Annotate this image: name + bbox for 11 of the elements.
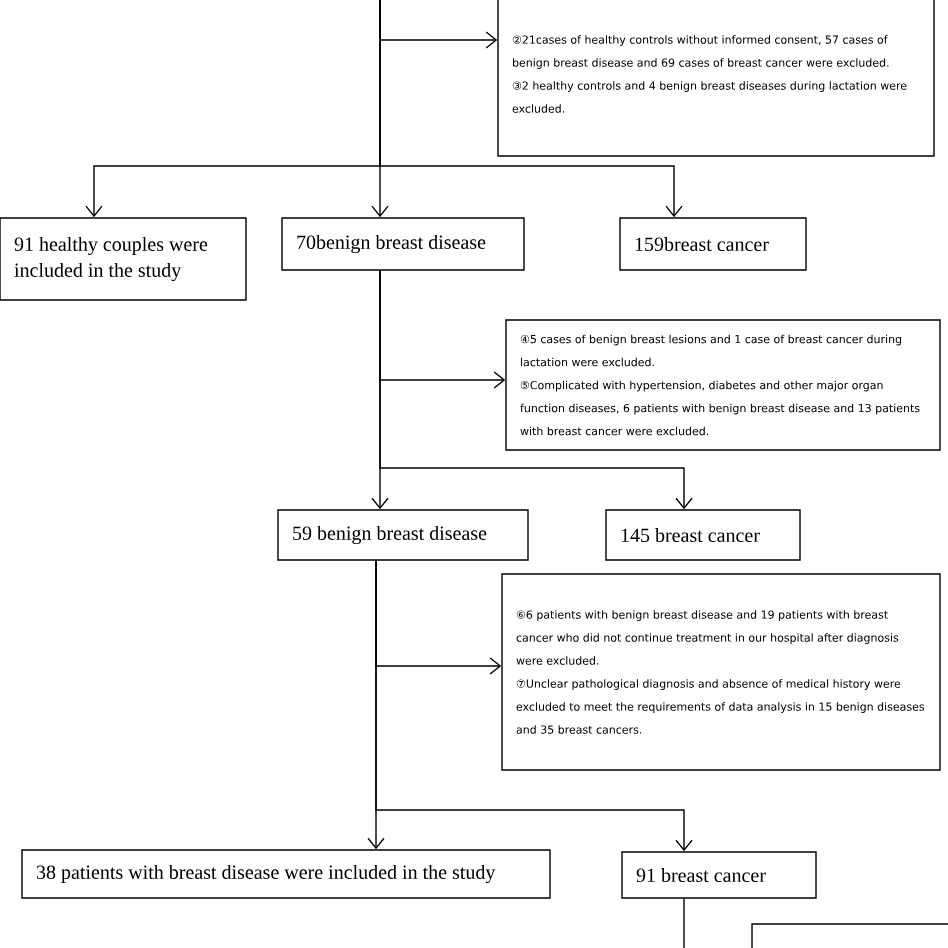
- process-box: 145 breast cancer: [605, 509, 801, 561]
- arrow: [379, 0, 683, 218]
- arrow: [379, 270, 693, 510]
- process-box: 38 patients with breast disease were included in the study: [21, 849, 551, 899]
- process-box: 91 healthy couples were included in the study: [0, 217, 247, 301]
- process-box: 159breast cancer: [619, 217, 807, 271]
- process-box: 91 breast cancer: [621, 851, 817, 899]
- process-box: 59 benign breast disease: [277, 509, 529, 561]
- process-box: [751, 923, 948, 948]
- arrow: [375, 560, 693, 852]
- process-box: 70benign breast disease: [281, 217, 525, 271]
